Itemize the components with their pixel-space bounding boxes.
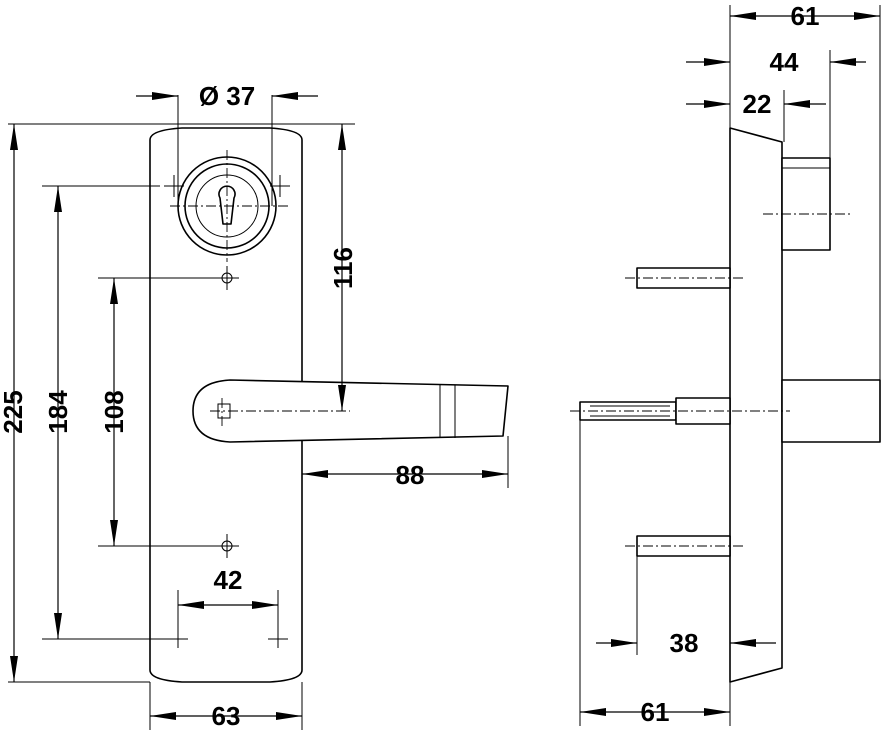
side-center-lines (570, 213, 850, 547)
dim-side-depth-bottom: 61 (641, 697, 670, 727)
fixing-point-bottom (215, 534, 239, 558)
dim-fixing-distance-outer: 184 (43, 390, 73, 434)
dim-plate-height: 225 (0, 390, 28, 433)
dim-fixing-distance-inner: 108 (99, 390, 129, 433)
dim-bottom-fixing-spacing: 42 (214, 565, 243, 595)
dim-cylinder-diameter: Ø 37 (199, 81, 255, 111)
dim-handle-projection: 88 (396, 460, 425, 490)
dim-handle-height: 116 (328, 247, 358, 289)
dim-side-spindle-38: 38 (670, 628, 699, 658)
front-extension-lines (8, 95, 509, 730)
dimension-lines (10, 12, 880, 720)
front-view (149, 127, 509, 683)
dim-side-depth-22: 22 (743, 89, 772, 119)
lever-handle (192, 379, 509, 443)
fixing-point-right-top (270, 175, 290, 197)
cylinder-body-side (781, 157, 831, 251)
fixing-point-right-bottom (268, 630, 288, 648)
dim-plate-width: 63 (212, 701, 241, 730)
dim-side-depth-top: 61 (791, 1, 820, 31)
side-view (570, 127, 881, 683)
side-plate (729, 127, 783, 683)
dim-side-depth-44: 44 (770, 47, 799, 77)
fixing-point-top (215, 266, 239, 290)
lever-stub-side (781, 379, 881, 443)
key-cylinder (170, 150, 290, 262)
side-extension-lines (579, 5, 881, 726)
fixing-point-left-top (164, 175, 184, 197)
